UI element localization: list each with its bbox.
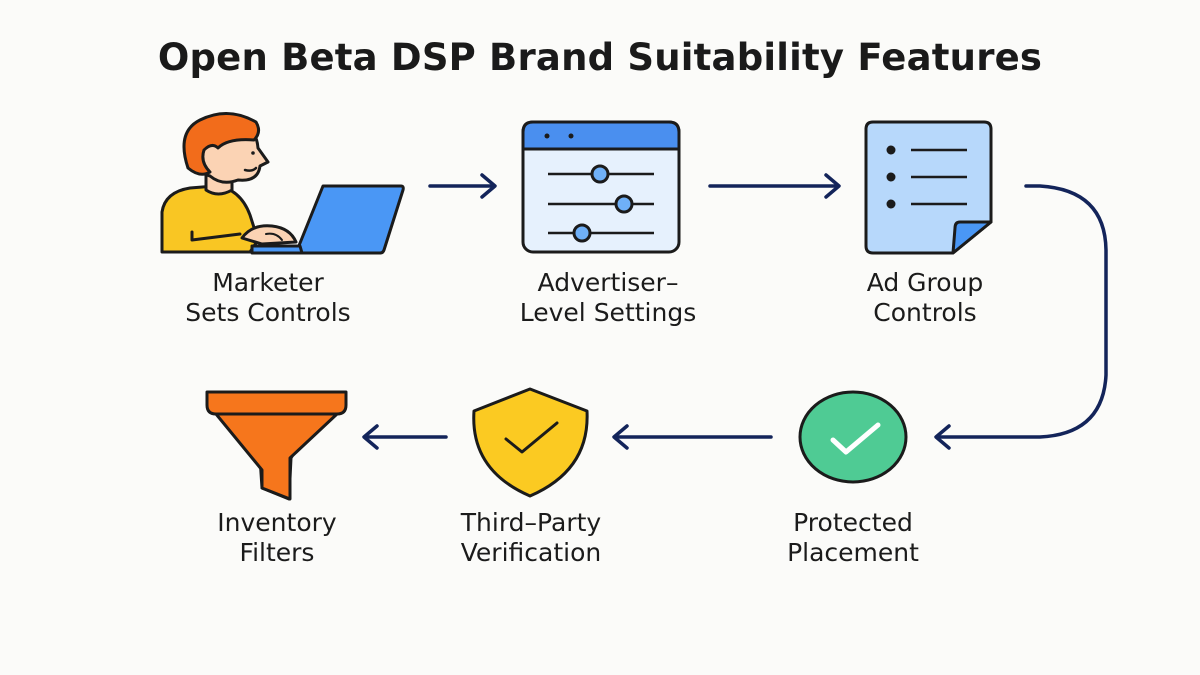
arrow-advertiser-to-adgroup [708,173,841,199]
page-title: Open Beta DSP Brand Suitability Features [157,36,1043,79]
step-label-line: Protected [793,508,913,537]
step-label-line: Advertiser– [537,268,679,297]
step-label-line: Marketer [212,268,324,297]
step-label-line: Third–Party [460,508,602,537]
step-label-filters: Inventory Filters [127,508,427,568]
document-list-icon [864,120,993,255]
arrow-marketer-to-advertiser [428,173,497,199]
check-circle-icon [798,390,908,484]
step-label-advertiser: Advertiser– Level Settings [458,268,758,328]
shield-check-icon [472,387,589,498]
step-label-line: Inventory [217,508,337,537]
step-label-line: Controls [873,298,977,327]
step-label-line: Verification [460,538,602,567]
settings-sliders-window-icon [521,120,681,254]
funnel-icon [205,390,348,501]
arrow-protected-to-verification [612,424,773,450]
step-label-line: Sets Controls [185,298,351,327]
step-label-adgroup: Ad Group Controls [775,268,1075,328]
step-label-marketer: Marketer Sets Controls [118,268,418,328]
person-laptop-icon [160,112,405,255]
arrow-adgroup-to-protected [934,184,1108,450]
arrow-verification-to-filters [362,424,448,450]
step-label-line: Ad Group [866,268,984,297]
step-label-line: Placement [787,538,919,567]
step-label-line: Level Settings [519,298,697,327]
step-label-protected: Protected Placement [703,508,1003,568]
step-label-line: Filters [239,538,315,567]
step-label-verification: Third–Party Verification [381,508,681,568]
